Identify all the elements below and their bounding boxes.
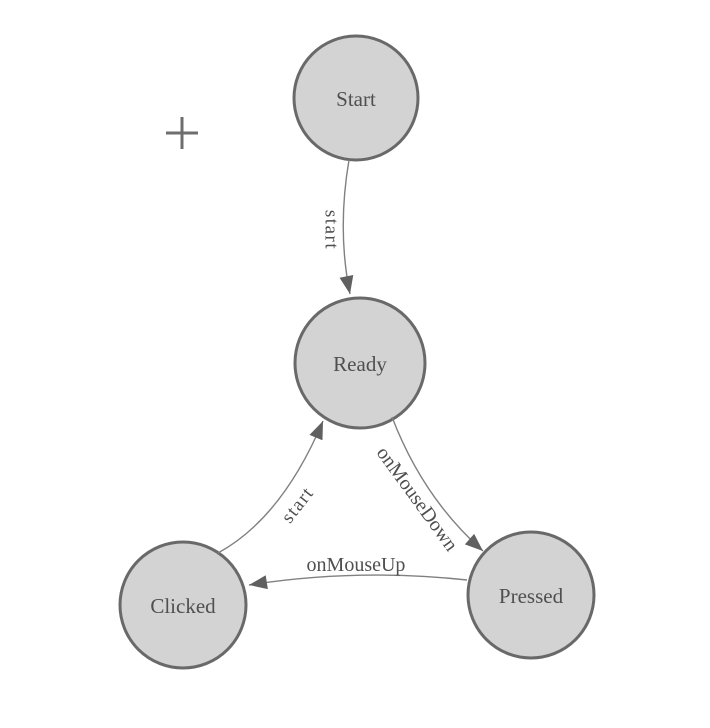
state-label: Pressed bbox=[499, 584, 564, 608]
transition-clicked-to-ready[interactable]: start bbox=[217, 420, 324, 554]
state-circle[interactable] bbox=[292, 34, 420, 162]
state-circle[interactable] bbox=[118, 540, 248, 670]
transition-path[interactable] bbox=[339, 159, 354, 295]
transition-label: start bbox=[277, 483, 318, 528]
state-circle[interactable] bbox=[293, 296, 427, 430]
transition-start-to-ready[interactable]: start bbox=[321, 159, 354, 295]
transition-label: onMouseDown bbox=[372, 443, 462, 556]
state-circle[interactable] bbox=[466, 530, 596, 660]
transition-path[interactable] bbox=[248, 574, 468, 590]
state-node-clicked[interactable]: Clicked bbox=[118, 540, 248, 670]
state-label: Clicked bbox=[150, 594, 216, 618]
transition-label: onMouseUp bbox=[307, 554, 406, 576]
crosshair-icon bbox=[166, 117, 198, 149]
transition-ready-to-pressed[interactable]: onMouseDown bbox=[372, 416, 484, 556]
state-node-ready[interactable]: Ready bbox=[293, 296, 427, 430]
transition-path[interactable] bbox=[217, 420, 324, 554]
state-node-start[interactable]: Start bbox=[292, 34, 420, 162]
transition-path[interactable] bbox=[391, 416, 484, 552]
state-label: Ready bbox=[333, 352, 387, 376]
state-label: Start bbox=[336, 87, 376, 111]
transition-pressed-to-clicked[interactable]: onMouseUp bbox=[248, 554, 468, 590]
state-node-pressed[interactable]: Pressed bbox=[466, 530, 596, 660]
transition-label: start bbox=[321, 210, 342, 250]
